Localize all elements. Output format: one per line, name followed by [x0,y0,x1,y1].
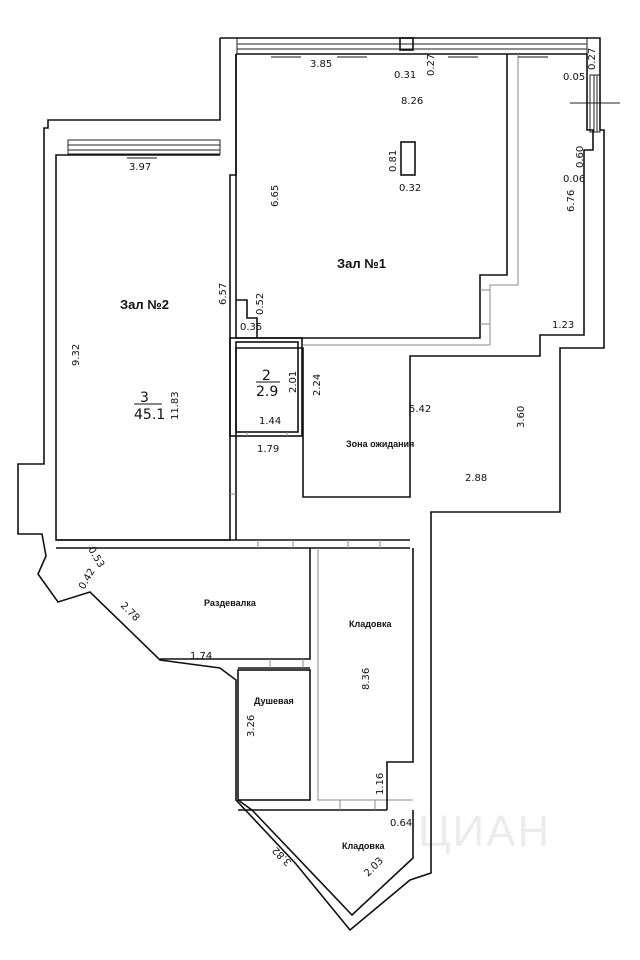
dim-0-27b: 0.27 [587,48,598,70]
dim-5-42: 5.42 [409,404,431,415]
dim-9-32: 9.32 [71,344,82,366]
dim-8-26: 8.26 [401,96,423,107]
small-index: 2 [262,368,271,384]
dim-2-78: 2.78 [118,600,142,624]
room-label-shower: Душевая [254,696,294,706]
dim-6-76: 6.76 [566,190,577,212]
small-room [229,337,303,437]
dim-3-97: 3.97 [129,162,151,173]
dim-0-31: 0.31 [394,70,416,81]
room-label-waiting: Зона ожидания [346,439,414,449]
dim-3-85: 3.85 [310,59,332,70]
hall1-walls [235,37,519,346]
dim-2-24: 2.24 [312,374,323,396]
dim-1-23: 1.23 [552,320,574,331]
dim-0-32: 0.32 [399,183,421,194]
dim-0-60: 0.60 [575,146,586,168]
dim-1-74: 1.74 [190,651,212,662]
room-label-changing: Раздевалка [204,598,257,608]
dim-0-52: 0.52 [255,293,266,315]
room-label-storage2: Кладовка [342,841,385,851]
dim-3-60: 3.60 [516,406,527,428]
dim-0-42: 0.42 [77,567,98,592]
dim-2-03: 2.03 [362,856,386,880]
dim-6-65: 6.65 [270,185,281,207]
dim-0-27: 0.27 [426,54,437,76]
hall2-area: 45.1 [134,407,165,423]
dim-0-64: 0.64 [390,818,412,829]
dim-0-81: 0.81 [388,150,399,172]
dim-0-35: 0.35 [240,322,262,333]
dim-0-05: 0.05 [563,72,585,83]
dim-0-06: 0.06 [563,174,585,185]
dim-2-88: 2.88 [465,473,487,484]
window-right [570,74,620,133]
window-left [67,139,221,155]
dim-3-82: 3.82 [271,844,295,868]
hall2-index: 3 [140,390,149,406]
dim-6-57: 6.57 [218,283,229,305]
middle-walls [56,493,410,549]
dim-8-36: 8.36 [361,668,372,690]
dim-2-01: 2.01 [288,371,299,393]
dim-11-83: 11.83 [170,391,181,420]
lower-walls [160,548,414,917]
dim-1-44: 1.44 [259,416,281,427]
dim-1-16: 1.16 [375,773,386,795]
small-area: 2.9 [256,384,278,400]
window-top [236,37,588,55]
room-label-storage1: Кладовка [349,619,392,629]
dim-3-26: 3.26 [246,715,257,737]
dim-1-79: 1.79 [257,444,279,455]
outer-walls [17,37,605,932]
room-label-hall2: Зал №2 [120,297,169,312]
room-label-hall1: Зал №1 [337,256,386,271]
watermark: ЦИАН [418,807,551,856]
